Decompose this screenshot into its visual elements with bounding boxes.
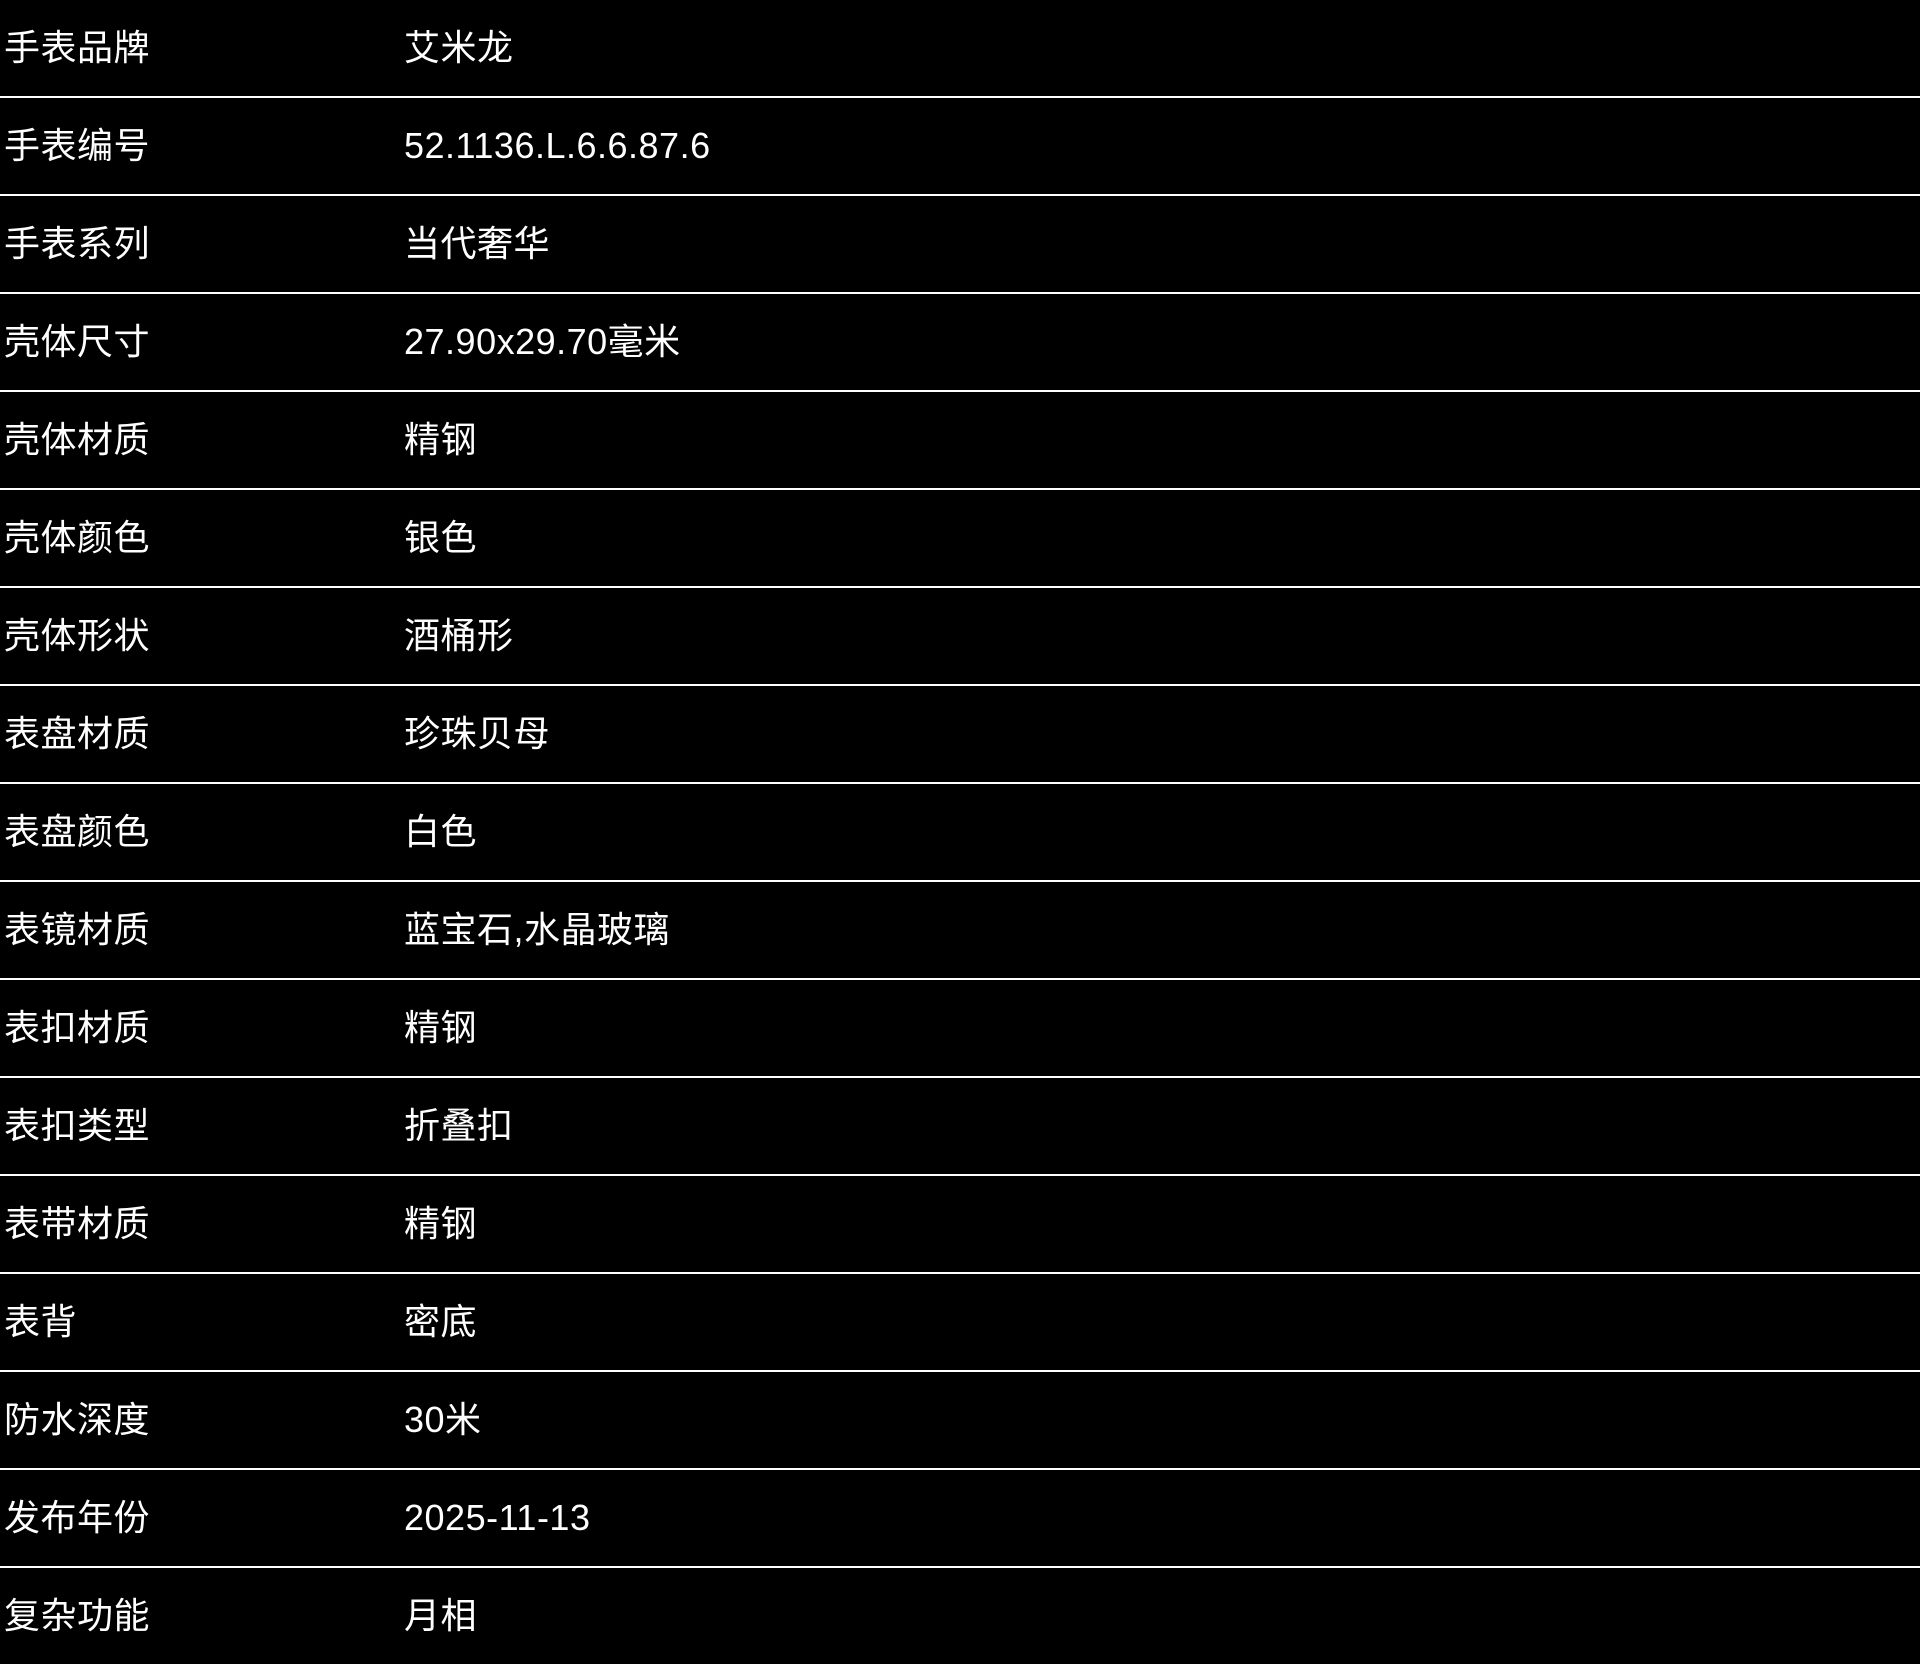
table-row: 壳体材质 精钢 [0,392,1920,490]
table-row: 表扣材质 精钢 [0,980,1920,1078]
table-row: 手表系列 当代奢华 [0,196,1920,294]
spec-label: 发布年份 [4,1497,151,1538]
spec-label: 手表品牌 [4,27,151,68]
spec-value: 精钢 [404,1007,478,1048]
table-row: 防水深度 30米 [0,1372,1920,1470]
spec-value: 珍珠贝母 [404,713,551,754]
spec-value: 精钢 [404,419,478,460]
spec-label: 壳体材质 [4,419,151,460]
spec-label: 手表系列 [4,223,151,264]
spec-value: 月相 [404,1595,478,1636]
table-row: 表背 密底 [0,1274,1920,1372]
spec-value: 精钢 [404,1203,478,1244]
spec-label: 手表编号 [4,125,151,166]
table-row: 表带材质 精钢 [0,1176,1920,1274]
spec-label: 防水深度 [4,1399,151,1440]
table-row: 表盘材质 珍珠贝母 [0,686,1920,784]
spec-label: 表盘材质 [4,713,151,754]
spec-label: 壳体颜色 [4,517,151,558]
spec-value: 2025-11-13 [404,1497,591,1538]
spec-value: 白色 [404,811,478,852]
spec-label: 表背 [4,1301,78,1342]
table-row: 壳体颜色 银色 [0,490,1920,588]
table-row: 发布年份 2025-11-13 [0,1470,1920,1568]
spec-value: 27.90x29.70毫米 [404,321,681,362]
spec-label: 表扣类型 [4,1105,151,1146]
table-row: 壳体形状 酒桶形 [0,588,1920,686]
spec-value: 艾米龙 [404,27,514,68]
spec-value: 52.1136.L.6.6.87.6 [404,125,711,166]
spec-label: 表盘颜色 [4,811,151,852]
table-row: 表镜材质 蓝宝石,水晶玻璃 [0,882,1920,980]
spec-value: 蓝宝石,水晶玻璃 [404,909,671,950]
spec-label: 壳体形状 [4,615,151,656]
table-row: 手表编号 52.1136.L.6.6.87.6 [0,98,1920,196]
spec-label: 表带材质 [4,1203,151,1244]
spec-label: 复杂功能 [4,1595,151,1636]
table-row: 手表品牌 艾米龙 [0,0,1920,98]
spec-label: 壳体尺寸 [4,321,151,362]
spec-value: 银色 [404,517,478,558]
spec-value: 折叠扣 [404,1105,514,1146]
spec-value: 30米 [404,1399,482,1440]
spec-value: 当代奢华 [404,223,551,264]
spec-label: 表扣材质 [4,1007,151,1048]
table-row: 复杂功能 月相 [0,1568,1920,1666]
table-row: 表扣类型 折叠扣 [0,1078,1920,1176]
spec-label: 表镜材质 [4,909,151,950]
spec-value: 酒桶形 [404,615,514,656]
table-row: 壳体尺寸 27.90x29.70毫米 [0,294,1920,392]
table-row: 表盘颜色 白色 [0,784,1920,882]
spec-value: 密底 [404,1301,478,1342]
